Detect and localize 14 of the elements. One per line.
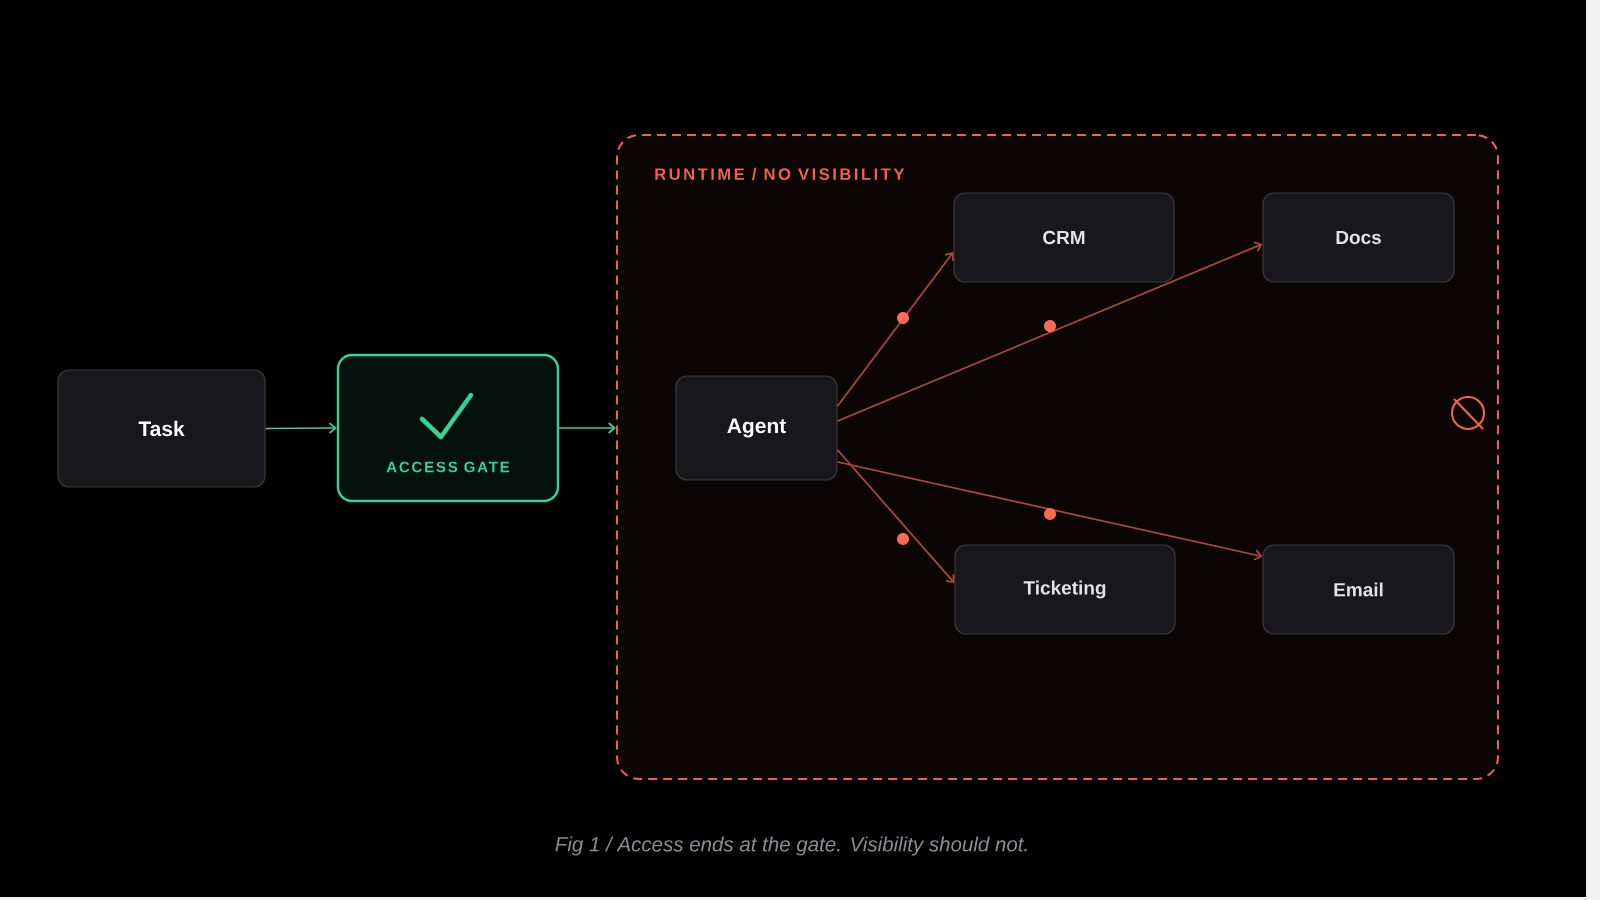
- figure-caption: Fig 1 / Access ends at the gate. Visibility should not.: [555, 836, 1027, 856]
- system-box: Ticketing: [954, 544, 1176, 635]
- arrow: [836, 252, 954, 407]
- system-box: Email: [1262, 544, 1455, 635]
- arrow: [836, 461, 1263, 561]
- arrow: [836, 449, 955, 583]
- system-box: Docs: [1262, 192, 1455, 283]
- arrow: [264, 422, 337, 434]
- agent-box: Agent: [675, 375, 838, 481]
- system-box: CRM: [953, 192, 1175, 283]
- process-box: Task: [57, 369, 266, 488]
- gate-box: ACCESS GATE: [336, 353, 560, 503]
- arrow: [558, 422, 616, 434]
- arrow: [836, 241, 1263, 422]
